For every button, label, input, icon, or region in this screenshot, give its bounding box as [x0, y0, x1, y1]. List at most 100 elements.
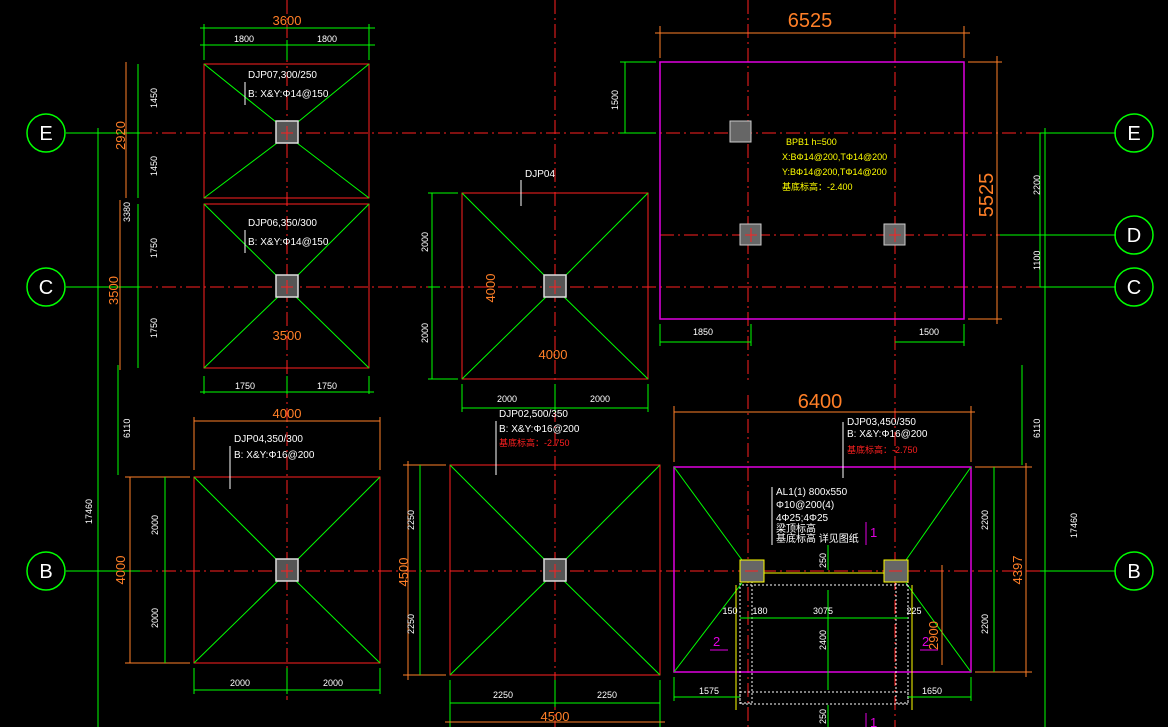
- pit-bars: 4Φ25;4Φ25: [776, 513, 829, 524]
- djp06-rebar: B: X&Y:Φ14@150: [248, 237, 329, 248]
- djp06-name: DJP06,350/300: [248, 218, 317, 229]
- djp03-h-top: 2200: [980, 510, 990, 530]
- djp06-dims: [119, 200, 374, 394]
- axis-bubble-D-right[interactable]: D: [1114, 215, 1154, 255]
- pit-d2400: 2400: [818, 630, 828, 650]
- djp04-bot-rebar: B: X&Y:Φ16@200: [234, 450, 315, 461]
- footing-djp06[interactable]: DJP06,350/300 B: X&Y:Φ14@150 3500: [203, 203, 370, 369]
- djp04-bot-w-b: 2000: [323, 678, 343, 688]
- slab-dim-top: 1500: [610, 90, 620, 110]
- axis-label-B-left: B: [39, 561, 52, 583]
- djp06-h-total: 3500: [106, 276, 121, 305]
- djp07-h-top: 1450: [149, 88, 159, 108]
- djp06-half-b: 1750: [317, 381, 337, 391]
- djp02-h-total: 4500: [396, 558, 411, 587]
- axis-label-B-right: B: [1127, 561, 1140, 583]
- djp04-top-name: DJP04: [525, 169, 555, 180]
- djp03-h-bot: 2200: [980, 614, 990, 634]
- djp03-width: 6400: [798, 391, 843, 413]
- slab-y-rebar: Y:BΦ14@200,TΦ14@200: [782, 167, 887, 177]
- djp02-h-top: 2250: [406, 510, 416, 530]
- djp04-bot-h-bot: 2000: [150, 608, 160, 628]
- axis-label-D-right: D: [1127, 225, 1141, 247]
- djp07-half-b: 1800: [317, 34, 337, 44]
- dim-right-6110: 6110: [1032, 419, 1042, 438]
- djp02-w-a: 2250: [493, 690, 513, 700]
- axis-bubble-B-left[interactable]: B: [26, 551, 66, 591]
- djp06-width-inner: 3500: [273, 328, 302, 343]
- footing-djp04-bottom[interactable]: DJP04,350/300 B: X&Y:Φ16@200: [193, 434, 381, 664]
- djp04-bot-w-a: 2000: [230, 678, 250, 688]
- axis-lines: [66, 0, 1116, 727]
- axis-label-E-left: E: [39, 123, 52, 145]
- djp03-rebar: B: X&Y:Φ16@200: [847, 429, 928, 440]
- axis-bubble-E-right[interactable]: E: [1114, 113, 1154, 153]
- djp07-h-bot: 1450: [149, 156, 159, 176]
- djp02-w-b: 2250: [597, 690, 617, 700]
- axis-bubble-C-left[interactable]: C: [26, 267, 66, 307]
- pit-d250b: 250: [818, 709, 828, 724]
- djp07-h-total: 2920: [113, 121, 128, 150]
- slab-dim-left: 1850: [693, 327, 713, 337]
- djp03-h-total: 4397: [1010, 556, 1025, 585]
- pit-d180: 180: [752, 606, 767, 616]
- djp02-h-bot: 2250: [406, 614, 416, 634]
- axis-label-C-right: C: [1127, 277, 1141, 299]
- djp04-bot-name: DJP04,350/300: [234, 434, 303, 445]
- overall-dimensions: [97, 128, 1046, 727]
- djp07-dims: [125, 24, 375, 198]
- dim-left-6110: 6110: [122, 419, 132, 438]
- axis-label-E-right: E: [1127, 123, 1140, 145]
- djp04-top-w-b: 2000: [590, 394, 610, 404]
- slab-height-total: 5525: [976, 173, 998, 218]
- pit-stirrup: Φ10@200(4): [776, 500, 834, 511]
- pit-d150: 150: [722, 606, 737, 616]
- djp06-h-bot: 1750: [149, 318, 159, 338]
- djp04-top-h-total: 4000: [483, 274, 498, 303]
- slab-dim-r2: 1100: [1032, 251, 1042, 270]
- djp07-name: DJP07,300/250: [248, 70, 317, 81]
- djp07-rebar: B: X&Y:Φ14@150: [248, 89, 329, 100]
- djp02-name: DJP02,500/350: [499, 409, 568, 420]
- axis-bubble-C-right[interactable]: C: [1114, 267, 1154, 307]
- djp04-top-w-a: 2000: [497, 394, 517, 404]
- djp04-bot-width: 4000: [273, 406, 302, 421]
- section-mark-2b[interactable]: 2: [922, 634, 929, 649]
- djp03-dims: [673, 406, 1032, 727]
- footing-djp07[interactable]: DJP07,300/250 B: X&Y:Φ14@150: [203, 63, 370, 199]
- slab-width-total: 6525: [788, 10, 833, 32]
- section-mark-2[interactable]: 2: [713, 634, 720, 649]
- pit-walls[interactable]: [735, 559, 913, 710]
- djp04-top-size: 4000: [539, 347, 568, 362]
- footing-djp03[interactable]: DJP03,450/350 B: X&Y:Φ16@200 基底标高：-2.750: [673, 417, 972, 673]
- pit-beam: AL1(1) 800x550: [776, 487, 848, 498]
- djp02-rebar: B: X&Y:Φ16@200: [499, 424, 580, 435]
- djp03-elev: 基底标高：-2.750: [847, 444, 918, 455]
- djp04-top-h-bot: 2000: [420, 323, 430, 343]
- axis-bubble-E-left[interactable]: E: [26, 113, 66, 153]
- slab-bpb1[interactable]: BPB1 h=500 X:BΦ14@200,TΦ14@200 Y:BΦ14@20…: [659, 61, 965, 320]
- pit-note2: 基底标高 详见图纸: [776, 532, 859, 545]
- slab-dims: [620, 26, 1041, 346]
- djp02-elev: 基底标高：-2.750: [499, 437, 570, 448]
- djp02-dims: [403, 461, 665, 727]
- footing-djp02[interactable]: DJP02,500/350 B: X&Y:Φ16@200 基底标高：-2.750: [449, 409, 661, 676]
- pit-annotation: AL1(1) 800x550 Φ10@200(4) 4Φ25;4Φ25 梁顶标高…: [771, 487, 859, 545]
- axis-leaders: [66, 132, 1116, 572]
- pit-d250a: 250: [818, 553, 828, 568]
- dim-right-total: 17460: [1069, 513, 1079, 538]
- djp02-width: 4500: [541, 709, 570, 724]
- axis-label-C-left: C: [39, 277, 53, 299]
- pit-d2900: 2900: [926, 621, 941, 650]
- dim-left-total: 17460: [84, 499, 94, 524]
- section-mark-1[interactable]: 1: [870, 525, 877, 540]
- section-mark-1b[interactable]: 1: [870, 715, 877, 727]
- djp04-top-dims: [428, 192, 649, 412]
- slab-dim-r1: 2200: [1032, 175, 1042, 195]
- axis-bubble-B-right[interactable]: B: [1114, 551, 1154, 591]
- footing-djp04-top[interactable]: DJP04 4000 4000: [461, 169, 649, 380]
- djp06-gap: 3380: [122, 202, 132, 222]
- slab-elev: 基底标高：-2.400: [782, 181, 853, 192]
- djp03-name: DJP03,450/350: [847, 417, 916, 428]
